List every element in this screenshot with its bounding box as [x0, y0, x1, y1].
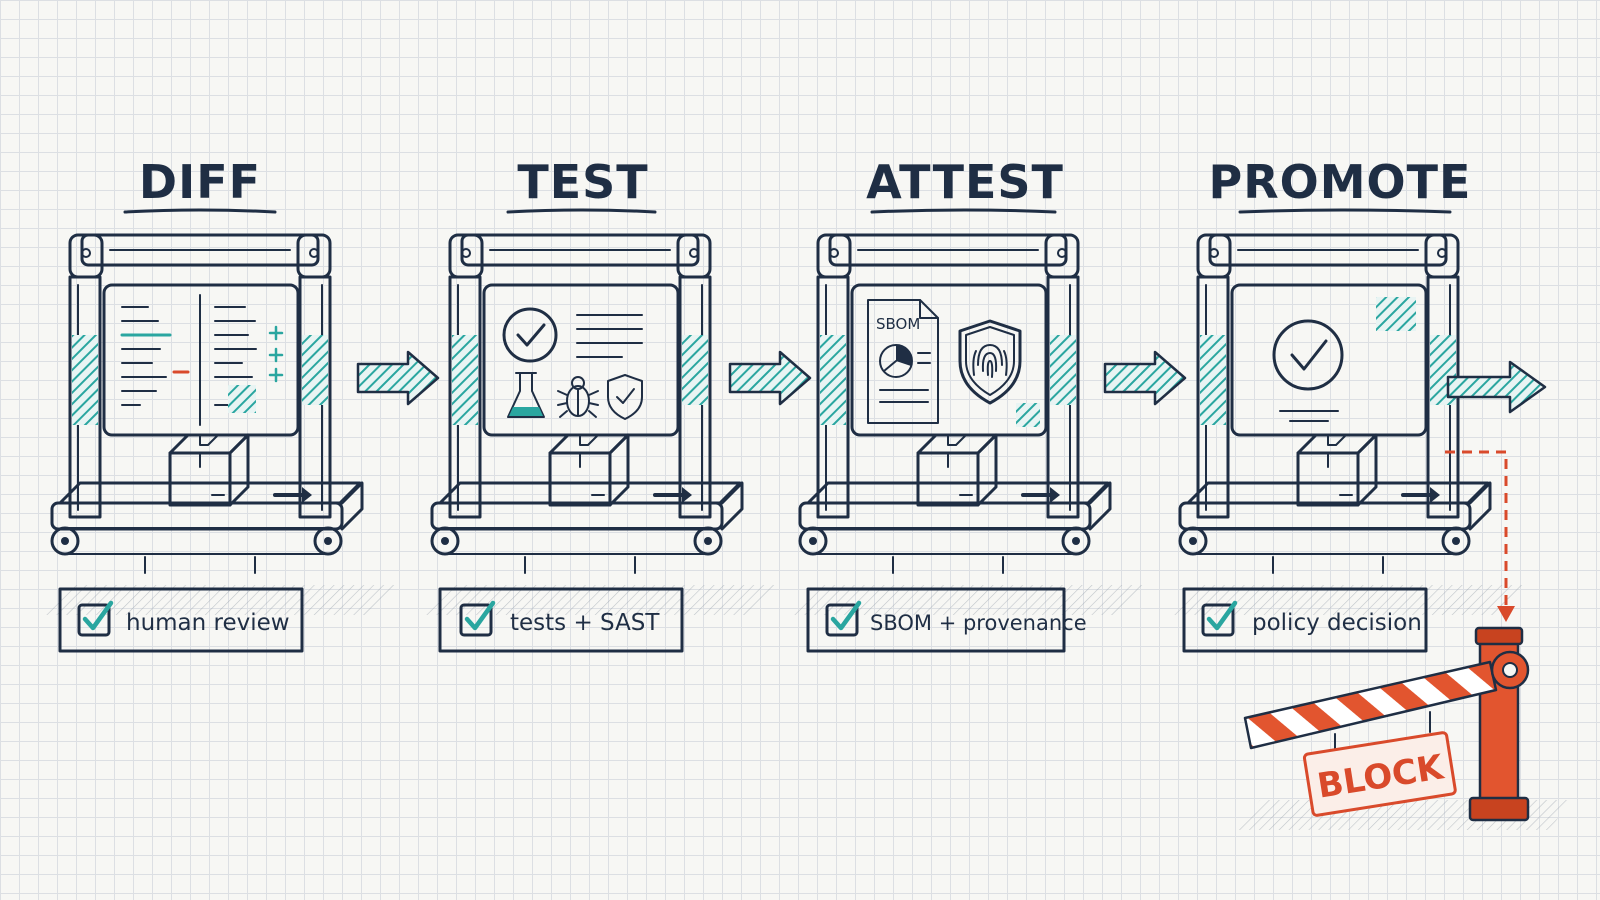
shield-check-icon	[607, 374, 643, 420]
check-label-promote: policy decision	[1252, 610, 1422, 636]
stage-title-diff: DIFF	[139, 155, 261, 209]
bug-icon	[557, 376, 599, 418]
code-diff-icon	[120, 294, 284, 426]
pie-chart-icon	[879, 344, 913, 378]
fingerprint-shield-icon	[958, 319, 1022, 405]
reject-path	[1445, 450, 1515, 622]
stage-attest: ATTEST SBOM	[786, 155, 1150, 653]
sbom-doc-label: SBOM	[876, 315, 920, 333]
stage-title-test: TEST	[517, 155, 648, 209]
stage-title-promote: PROMOTE	[1209, 155, 1472, 209]
check-circle-icon	[1272, 319, 1344, 391]
flow-arrow-icon	[356, 350, 440, 406]
stage-promote: PROMOTE policy decision	[1166, 155, 1530, 653]
flask-icon	[507, 372, 545, 418]
check-circle-icon	[502, 307, 558, 363]
check-label-diff: human review	[126, 610, 290, 636]
check-label-test: tests + SAST	[510, 610, 660, 636]
check-box-promote	[1182, 587, 1428, 653]
stage-title-attest: ATTEST	[866, 155, 1064, 209]
output-arrow-icon	[1446, 360, 1547, 414]
barrier-gate-icon: BLOCK	[1235, 626, 1570, 830]
check-label-attest: SBOM + provenance	[870, 611, 1087, 635]
check-box-diff	[58, 587, 304, 653]
sbom-document-icon: SBOM	[867, 299, 939, 424]
flow-arrow-icon	[1103, 350, 1187, 406]
stage-test: TEST	[418, 155, 782, 653]
check-box-attest	[806, 587, 1066, 653]
flow-arrow-icon	[728, 350, 812, 406]
check-box-test	[438, 587, 684, 653]
stage-diff: DIFF	[38, 155, 402, 653]
